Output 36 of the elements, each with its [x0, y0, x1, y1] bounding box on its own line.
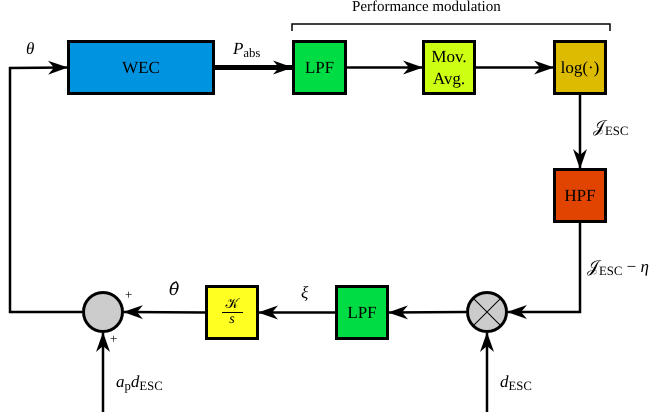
sign-label: +: [110, 332, 118, 345]
arrow: [388, 305, 466, 320]
arrow: [347, 60, 423, 74]
denominator: s: [228, 313, 236, 327]
arrow: [96, 332, 110, 412]
block: [553, 168, 607, 223]
arrow: [476, 60, 554, 74]
block-label: HPF: [564, 184, 596, 206]
arrow: [123, 305, 205, 320]
edge-label: P$_{abs}$: [232, 40, 262, 57]
block-label: WEC: [122, 56, 160, 78]
edge-label: 𝒥$_{ESC}$: [592, 118, 630, 135]
block: [67, 40, 215, 95]
edge-label: θ: [25, 40, 36, 57]
block: [205, 285, 259, 340]
block-label: log(·): [560, 56, 600, 78]
group-label: Performance modulation: [352, 0, 501, 15]
block: [292, 40, 347, 95]
edge-label: d$_{ESC}$: [499, 373, 533, 390]
block: [553, 40, 607, 95]
block: [422, 40, 476, 95]
arrow: [480, 332, 494, 412]
arrow: [215, 60, 293, 74]
arrow: [573, 95, 587, 169]
edge-label: 𝒥$_{ESC}$ − η: [586, 258, 650, 275]
arrow: [8, 60, 82, 314]
edge-label: ξ: [300, 284, 310, 301]
block: [335, 285, 389, 340]
summing-junction: [82, 291, 124, 333]
block-label: Mov. Avg.: [430, 46, 468, 89]
sign-label: +: [125, 288, 132, 301]
block-label: LPF: [347, 302, 377, 324]
arrow: [507, 223, 582, 319]
numerator: 𝒦: [222, 298, 242, 313]
arrow: [258, 306, 335, 320]
block-label: LPF: [304, 56, 334, 78]
